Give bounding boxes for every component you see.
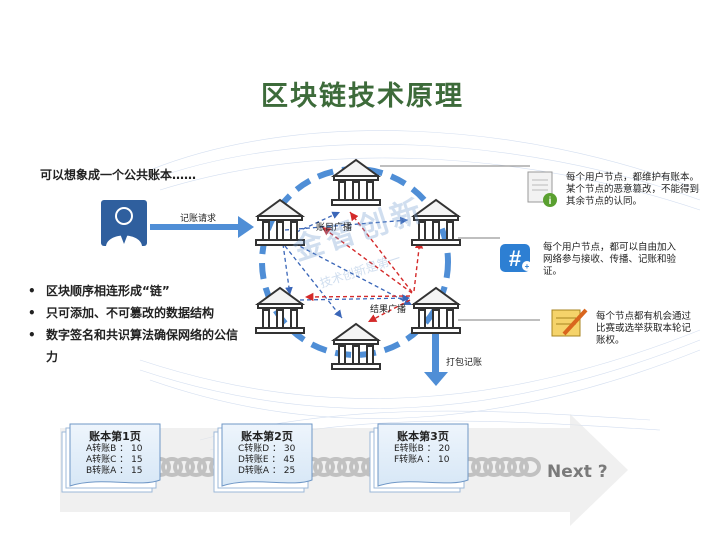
connector-lines <box>380 165 540 321</box>
document-info-icon: i <box>527 171 557 207</box>
ledger-entry: A转账C ： 15 <box>86 455 143 465</box>
pack-arrow <box>424 330 448 386</box>
page-title: 区块链技术原理 <box>261 81 464 112</box>
svg-text:+: + <box>525 262 530 271</box>
bullet-list: 区块顺序相连形成“链” 只可添加、不可篡改的数据结构 数字签名和共识算法确保网络… <box>28 280 238 368</box>
svg-text:i: i <box>549 196 552 207</box>
request-label: 记账请求 <box>180 214 217 224</box>
result-broadcast-label: 结果广播 <box>370 305 407 315</box>
ledger-page-2: 账本第2页 C转账D ： 30 D转账E ： 45 D转账A ： 25 <box>224 428 310 488</box>
ledger-page-title: 账本第1页 <box>89 430 141 443</box>
ledger-entry: D转账E ： 45 <box>238 455 295 465</box>
ledger-page-stack <box>61 423 161 493</box>
bank-node-icon <box>411 287 461 334</box>
ledger-entry: F转账A ： 10 <box>394 455 450 465</box>
user-icon <box>101 200 147 246</box>
ledger-page-3: 账本第3页 E转账B ： 20 F转账A ： 10 <box>380 428 466 488</box>
ledger-entry: D转账A ： 25 <box>238 466 296 476</box>
bank-node-icon <box>255 287 305 334</box>
ledger-page-title: 账本第3页 <box>397 430 449 443</box>
ledger-entry: A转账B ： 10 <box>86 444 143 454</box>
next-arrow <box>60 414 628 526</box>
bullet-item: 只可添加、不可篡改的数据结构 <box>28 302 238 324</box>
description-network: 每个用户节点，都可以自由加入网络参与接收、传播、记账和验证。 <box>543 242 677 277</box>
ledger-entry: C转账D ： 30 <box>238 444 296 454</box>
notes-pencil-icon <box>551 308 588 337</box>
pack-label: 打包记账 <box>446 358 483 368</box>
network-hash-icon: # + <box>500 244 532 272</box>
description-election: 每个节点都有机会通过比赛或选举获取本轮记账权。 <box>596 311 692 346</box>
bullet-item: 数字签名和共识算法确保网络的公信力 <box>28 324 238 368</box>
ledger-page-title: 账本第2页 <box>241 430 293 443</box>
broadcast-arrows <box>282 211 424 323</box>
bank-node-icon <box>331 323 381 370</box>
bullet-item: 区块顺序相连形成“链” <box>28 280 238 302</box>
ledger-page-stack <box>213 423 313 493</box>
ledger-page-stack <box>369 423 469 493</box>
svg-text:#: # <box>509 246 521 271</box>
ledger-entry: B转账A ： 15 <box>86 466 143 476</box>
intro-text: 可以想象成一个公共账本…… <box>40 168 197 182</box>
next-label: Next ? <box>547 462 608 482</box>
ledger-broadcast-label: 账目广播 <box>316 223 353 233</box>
ledger-entry: E转账B ： 20 <box>394 444 451 454</box>
ledger-page-1: 账本第1页 A转账B ： 10 A转账C ： 15 B转账A ： 15 <box>72 428 158 488</box>
request-arrow <box>150 216 254 238</box>
description-ledger: 每个用户节点，都维护有账本。某个节点的恶意篡改，不能得到其余节点的认同。 <box>566 172 700 207</box>
